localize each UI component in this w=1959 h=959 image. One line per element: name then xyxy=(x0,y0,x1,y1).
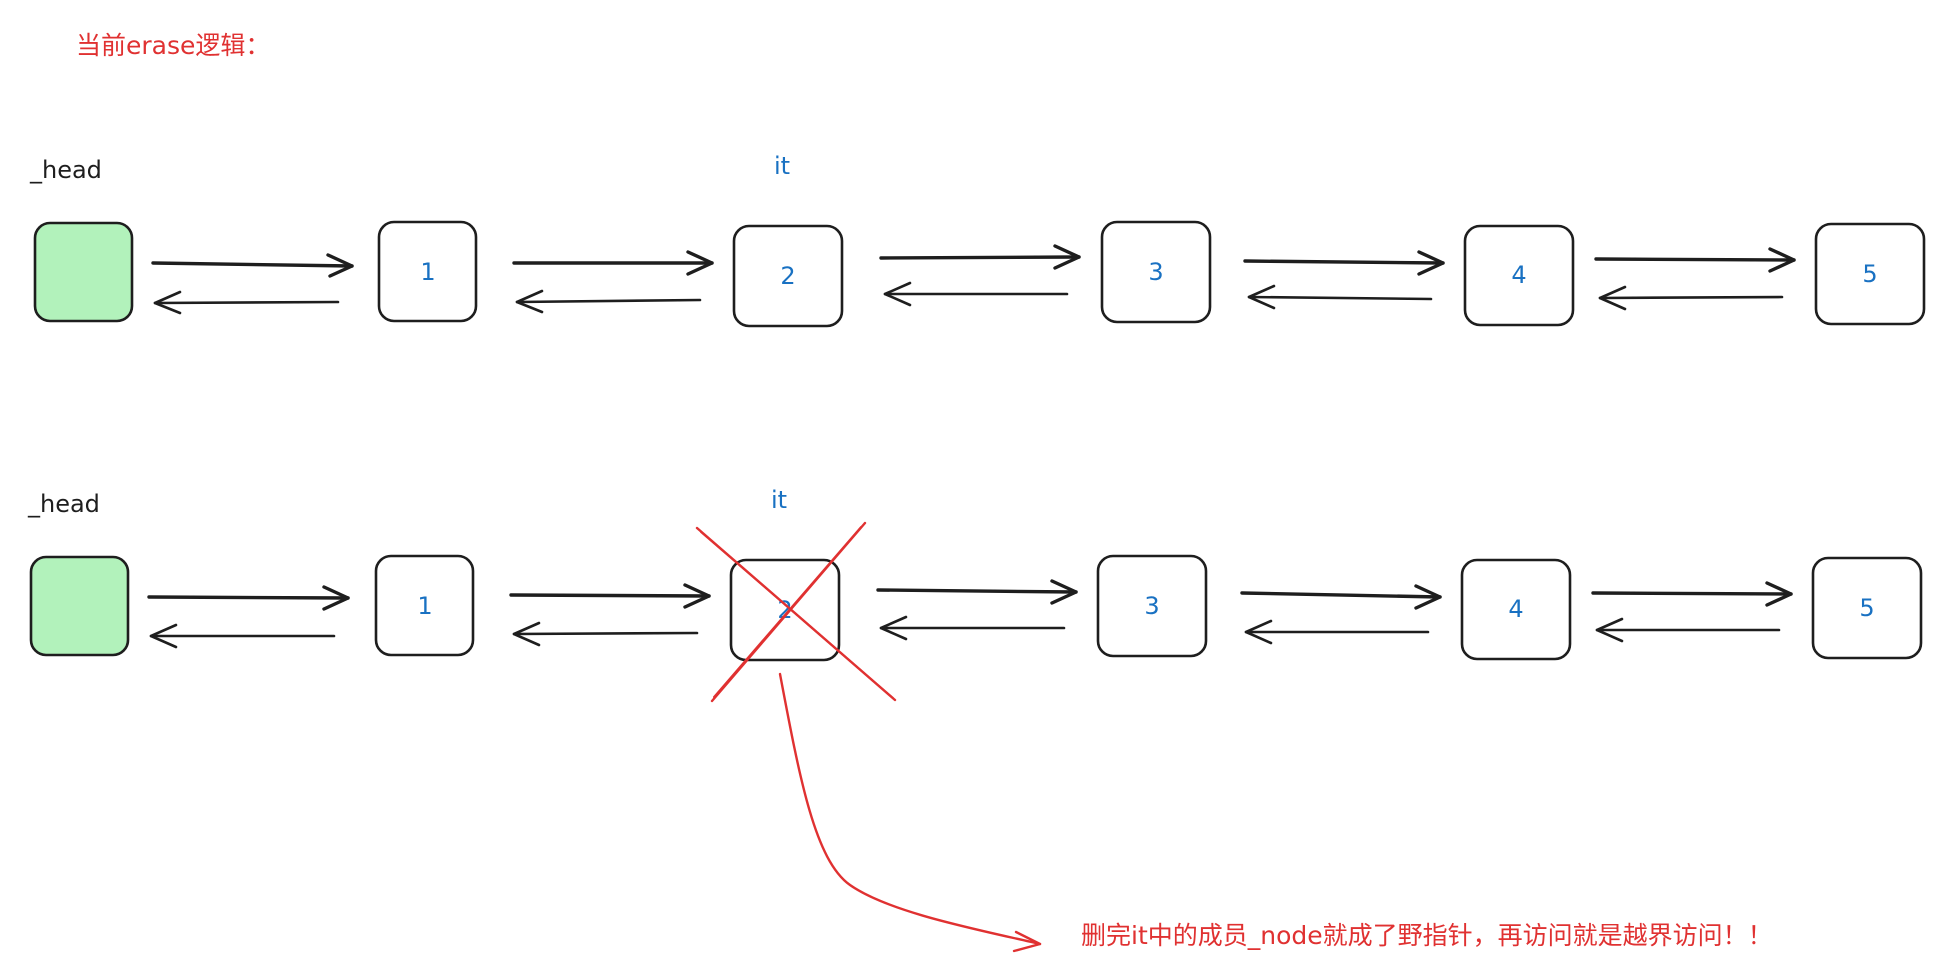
prev-arrow xyxy=(1247,284,1433,310)
node-value: 1 xyxy=(420,258,435,286)
next-arrow xyxy=(147,585,350,611)
prev-arrow xyxy=(1244,619,1430,645)
node-value: 2 xyxy=(777,596,792,624)
list-node-4: 4 xyxy=(1463,224,1575,327)
node-box xyxy=(732,224,844,328)
next-arrow xyxy=(1243,250,1445,276)
list-node-5: 5 xyxy=(1814,222,1926,326)
prev-arrow xyxy=(512,621,699,647)
delete-cross-mark xyxy=(695,521,897,703)
node-value: 4 xyxy=(1511,261,1526,289)
list-node-3: 3 xyxy=(1100,220,1212,324)
node-box xyxy=(1811,556,1923,660)
next-arrow xyxy=(1591,581,1793,607)
linked-list-row-2: _head it 1 2 3 4 5 xyxy=(27,486,1923,953)
list-node-1: 1 xyxy=(377,220,478,323)
next-arrow xyxy=(1240,584,1442,610)
node-value: 3 xyxy=(1148,258,1163,286)
node-value: 4 xyxy=(1508,595,1523,623)
node-value: 5 xyxy=(1859,594,1874,622)
next-arrow xyxy=(151,253,354,278)
node-value: 2 xyxy=(780,262,795,290)
node-box xyxy=(1463,224,1575,327)
node-box xyxy=(374,554,475,657)
head-node xyxy=(29,555,130,657)
linked-list-row-1: _head it 1 2 3 4 5 xyxy=(29,152,1926,328)
list-node-5: 5 xyxy=(1811,556,1923,660)
prev-arrow xyxy=(153,290,340,315)
dangling-pointer-arrow xyxy=(778,672,1042,953)
list-node-1: 1 xyxy=(374,554,475,657)
node-box xyxy=(377,220,478,323)
prev-arrow xyxy=(1595,617,1781,643)
next-arrow xyxy=(512,250,714,276)
node-value: 1 xyxy=(417,592,432,620)
node-value: 3 xyxy=(1144,592,1159,620)
prev-arrow xyxy=(1598,285,1784,311)
list-node-2: 2 xyxy=(729,558,841,662)
prev-arrow xyxy=(515,289,702,314)
list-node-3: 3 xyxy=(1096,554,1208,658)
next-arrow xyxy=(876,579,1078,605)
list-node-2: 2 xyxy=(732,224,844,328)
node-value: 5 xyxy=(1862,260,1877,288)
it-label: it xyxy=(771,486,787,514)
dangling-pointer-note: 删完it中的成员_node就成了野指针，再访问就是越界访问！！ xyxy=(1081,921,1773,950)
node-box xyxy=(1100,220,1212,324)
head-node xyxy=(33,221,134,323)
next-arrow xyxy=(1594,247,1796,273)
it-label: it xyxy=(774,152,790,180)
prev-arrow xyxy=(879,615,1066,641)
next-arrow xyxy=(879,244,1081,270)
node-box xyxy=(1096,554,1208,658)
head-label: _head xyxy=(27,490,100,518)
prev-arrow xyxy=(149,623,336,649)
node-box xyxy=(1460,558,1572,661)
list-node-4: 4 xyxy=(1460,558,1572,661)
prev-arrow xyxy=(883,281,1069,307)
head-label: _head xyxy=(29,156,102,184)
node-box xyxy=(1814,222,1926,326)
diagram-title: 当前erase逻辑： xyxy=(76,31,270,60)
next-arrow xyxy=(509,583,711,609)
